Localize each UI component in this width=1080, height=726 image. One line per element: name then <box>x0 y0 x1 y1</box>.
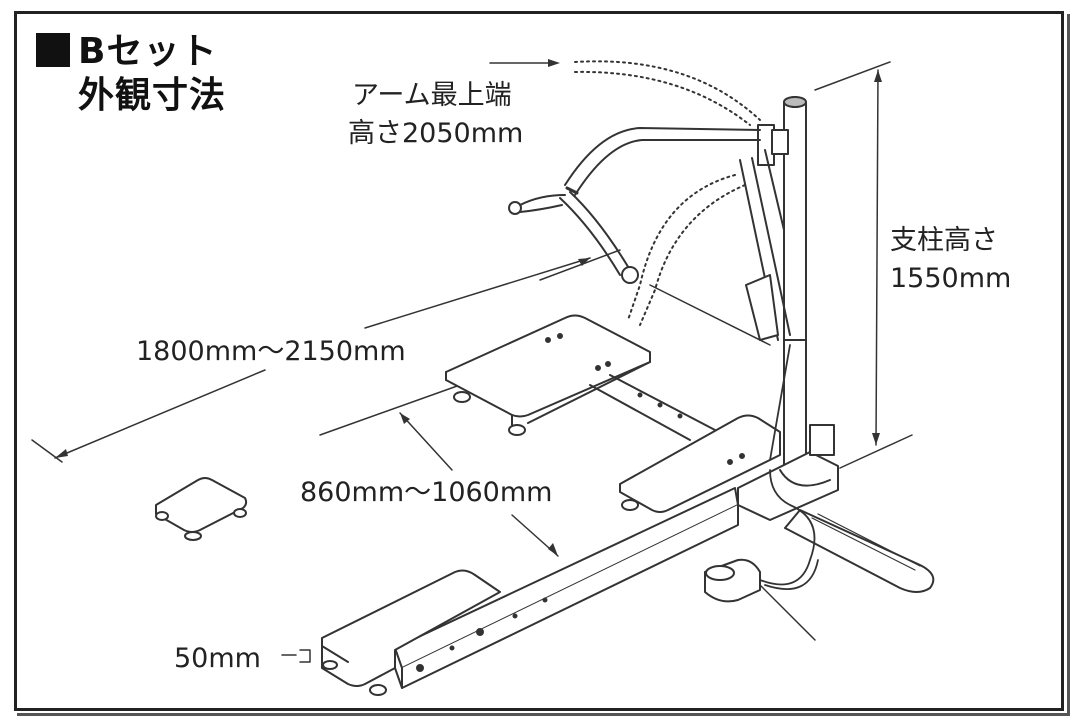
hand-control-box <box>704 344 819 641</box>
arm-raised-position-dotted <box>574 60 761 126</box>
arm-top-arrow <box>489 59 560 67</box>
base-width-label: 860mm～1060mm <box>300 477 553 508</box>
rear-platform-board <box>445 314 651 436</box>
middle-platform-board <box>619 414 781 513</box>
column-height-dimension-line <box>814 61 913 469</box>
title-marker-square-icon <box>36 33 70 67</box>
title-line1: Bセット <box>78 31 218 72</box>
cross-rail <box>589 374 716 441</box>
actuator <box>649 149 791 346</box>
front-platform-board <box>281 569 501 696</box>
base-unit <box>737 424 839 521</box>
column-height-label-line2: 1550mm <box>890 263 1012 294</box>
lift-arm <box>508 127 761 284</box>
small-step-block <box>155 477 248 541</box>
title-line2: 外観寸法 <box>78 75 227 116</box>
base-leg <box>784 509 935 593</box>
diagram-title: Bセット 外観寸法 <box>36 30 226 118</box>
column-post <box>783 96 807 471</box>
column-height-label-line1: 支柱高さ <box>890 225 998 256</box>
overall-length-label: 1800mm～2150mm <box>136 336 406 367</box>
frame-shadow <box>17 14 1070 716</box>
step-height-label: 50mm <box>174 643 261 674</box>
arm-top-label-line1: アーム最上端 <box>352 80 512 111</box>
arm-lowered-position-dotted <box>627 174 746 326</box>
base-width-dimension-line <box>319 384 559 557</box>
arm-bracket <box>757 124 789 166</box>
arm-top-label-line2: 高さ2050mm <box>348 118 524 149</box>
